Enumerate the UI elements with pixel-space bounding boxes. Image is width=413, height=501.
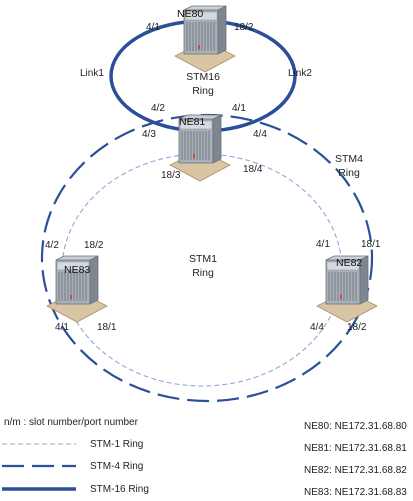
port-label: 4/4 xyxy=(310,322,324,333)
port-label: 4/3 xyxy=(142,129,156,140)
port-label: 18/1 xyxy=(97,322,117,333)
address-ne83: NE83: NE172.31.68.83 xyxy=(304,487,407,498)
port-label: 4/1 xyxy=(316,239,330,250)
legend-note: n/m : slot number/port number xyxy=(4,417,139,428)
address-ne82: NE82: NE172.31.68.82 xyxy=(304,465,407,476)
address-ne80: NE80: NE172.31.68.80 xyxy=(304,421,407,432)
stm1-ring-label: STM1 xyxy=(189,253,217,265)
port-label: 4/4 xyxy=(253,129,267,140)
stm4-ring-label-2: Ring xyxy=(338,167,360,179)
address-ne81: NE81: NE172.31.68.81 xyxy=(304,443,407,454)
port-label: 4/2 xyxy=(151,103,165,114)
port-label: 18/3 xyxy=(161,170,181,181)
port-label: 18/1 xyxy=(361,239,381,250)
port-label: 4/1 xyxy=(232,103,246,114)
port-label: 18/2 xyxy=(84,240,104,251)
port-label: 4/1 xyxy=(55,322,69,333)
legend-stm16-label: STM-16 Ring xyxy=(90,484,149,495)
ne81-label: NE81 xyxy=(179,116,205,128)
port-label: 18/4 xyxy=(243,164,263,175)
legend-stm4-label: STM-4 Ring xyxy=(90,461,143,472)
port-label: 4/2 xyxy=(45,240,59,251)
stm1-ring-label-2: Ring xyxy=(192,267,214,279)
stm16-ring-label: STM16 xyxy=(186,71,220,83)
legend-stm1-label: STM-1 Ring xyxy=(90,439,143,450)
ne83-label: NE83 xyxy=(64,264,90,276)
port-label: 18/2 xyxy=(347,322,367,333)
port-label: 18/2 xyxy=(234,22,254,33)
stm4-ring-label: STM4 xyxy=(335,153,363,165)
ne80-label: NE80 xyxy=(177,8,203,20)
link2-label: Link2 xyxy=(288,68,312,79)
stm16-ring-label-2: Ring xyxy=(192,85,214,97)
link1-label: Link1 xyxy=(80,68,104,79)
port-label: 4/1 xyxy=(146,22,160,33)
ne82-label: NE82 xyxy=(336,257,362,269)
